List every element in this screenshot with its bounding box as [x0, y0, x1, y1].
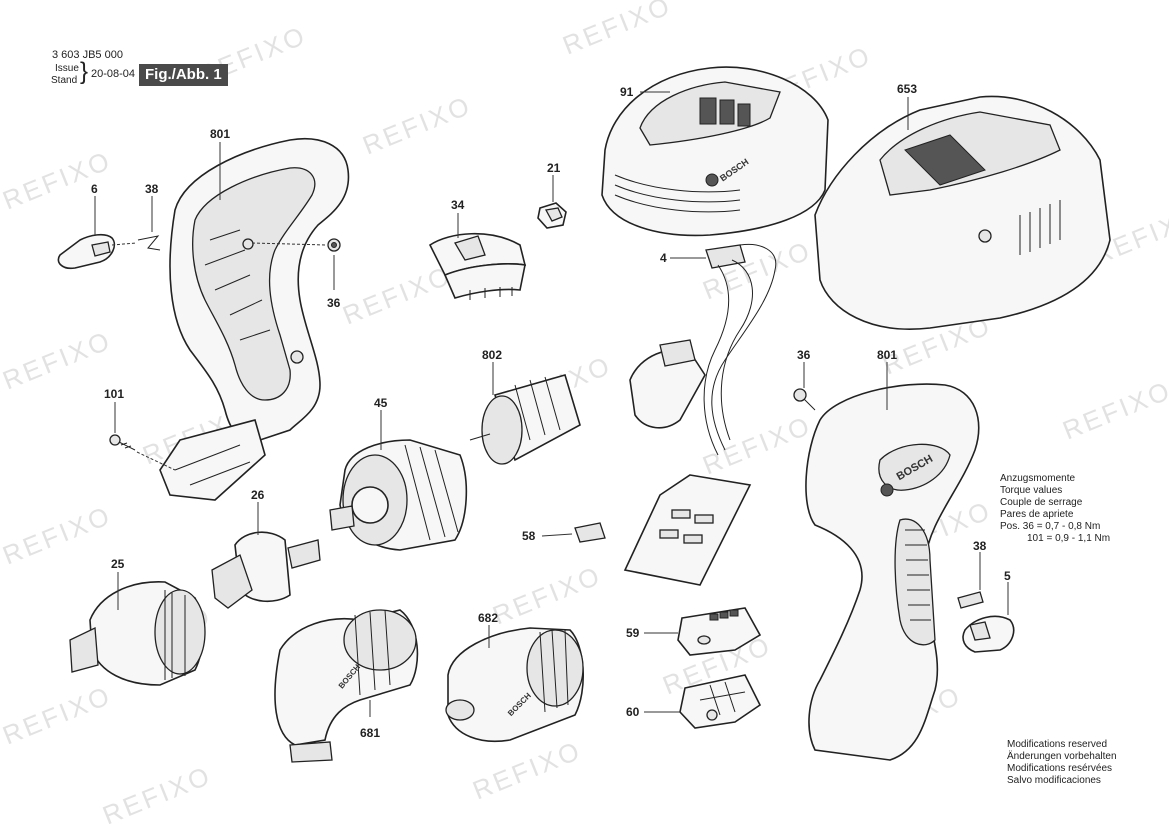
modifications-de: Änderungen vorbehalten [1007, 751, 1117, 762]
torque-line-es: Pares de apriete [1000, 509, 1074, 520]
screw-101 [109, 434, 136, 451]
part-label-26: 26 [251, 488, 265, 502]
part-label-682: 682 [478, 611, 499, 625]
switch-6 [57, 233, 116, 270]
torque-row-36: Pos. 36 = 0,7 - 0,8 Nm [1000, 521, 1101, 532]
part-label-21: 21 [547, 161, 561, 175]
part-label-101: 101 [104, 387, 125, 401]
pad-58 [574, 522, 606, 543]
motor-802 [469, 374, 581, 465]
part-label-36-right: 36 [797, 348, 811, 362]
stand-label: Stand [51, 75, 78, 86]
eccentric-adapter-682 [445, 627, 584, 742]
modifications-en: Modifications reserved [1007, 739, 1108, 750]
modifications-fr: Modifications resérvées [1007, 763, 1113, 774]
gearbox-45 [329, 439, 468, 551]
torque-line-de: Anzugsmomente [1000, 473, 1076, 484]
battery-91 [601, 66, 829, 237]
part-label-801-right: 801 [877, 348, 898, 362]
part-label-4: 4 [660, 251, 667, 265]
nut-21 [537, 202, 567, 229]
figure-label: Fig./Abb. 1 [139, 64, 228, 86]
modifications-es: Salvo modificaciones [1007, 775, 1101, 786]
cover-59 [677, 607, 762, 656]
part-label-58: 58 [522, 529, 536, 543]
brace-glyph: } [80, 58, 89, 85]
screw-36-right [793, 388, 816, 411]
doc-number: 3 603 JB5 000 [52, 49, 123, 61]
part-label-801-left: 801 [210, 127, 231, 141]
part-label-5: 5 [1004, 569, 1011, 583]
clutch-26 [211, 531, 321, 609]
part-label-91: 91 [620, 85, 634, 99]
angle-adapter-681 [274, 609, 419, 763]
part-label-34: 34 [451, 198, 465, 212]
switch-5 [962, 615, 1015, 653]
torque-line-en: Torque values [1000, 485, 1063, 496]
part-label-59: 59 [626, 626, 640, 640]
electronics-module-4 [623, 243, 777, 586]
torque-row-101: 101 = 0,9 - 1,1 Nm [1027, 533, 1111, 544]
spring-38 [137, 235, 161, 251]
part-label-6: 6 [91, 182, 98, 196]
part-label-25: 25 [111, 557, 125, 571]
housing-left-801 [159, 138, 350, 501]
charger-653 [814, 95, 1111, 330]
issue-label: Issue [55, 63, 79, 74]
part-label-45: 45 [374, 396, 388, 410]
torque-line-fr: Couple de serrage [1000, 497, 1083, 508]
part-label-681: 681 [360, 726, 381, 740]
bracket-60 [679, 674, 762, 729]
part-label-38-left: 38 [145, 182, 159, 196]
part-label-802: 802 [482, 348, 503, 362]
spring-38-right [957, 591, 984, 609]
chuck-25 [69, 581, 206, 686]
gear-selector-34 [428, 232, 527, 300]
screw-36 [327, 238, 341, 252]
part-label-36-left: 36 [327, 296, 341, 310]
part-label-60: 60 [626, 705, 640, 719]
housing-right-801 [805, 383, 980, 761]
part-label-653: 653 [897, 82, 918, 96]
part-label-38-right: 38 [973, 539, 987, 553]
header-date: 20-08-04 [91, 68, 136, 80]
